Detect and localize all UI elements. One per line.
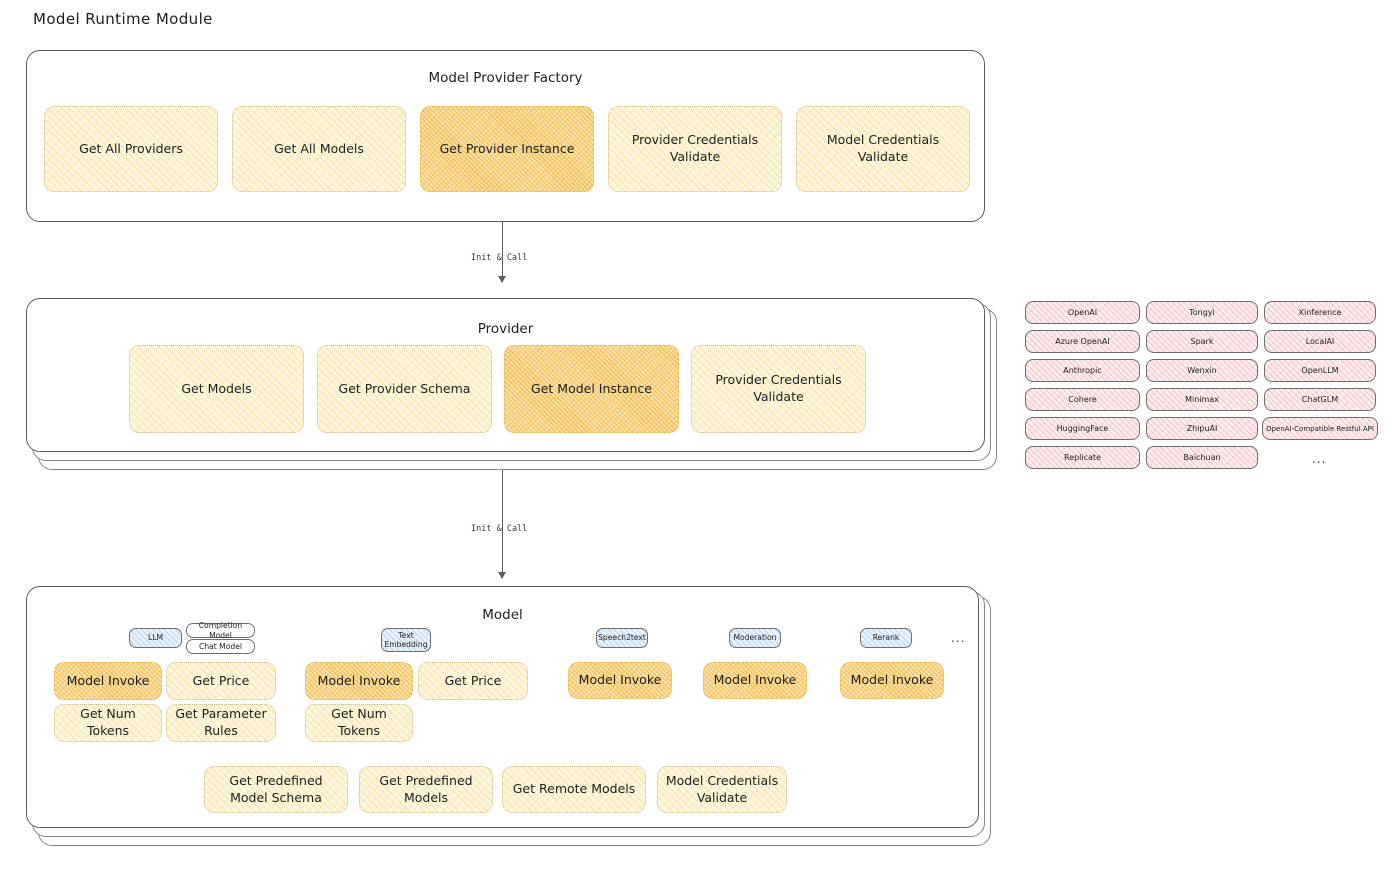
arrow-factory-to-provider-label: Init & Call [471, 253, 528, 263]
llm-method-get-parameter-rules[interactable]: Get Parameter Rules [166, 704, 276, 742]
model-subtype-badge-chat-model[interactable]: Chat Model [186, 639, 255, 654]
provider-chip-openai-compatible-restful-api[interactable]: OpenAI-Compatible Restful API [1262, 417, 1378, 440]
arrow-provider-to-model-line [502, 470, 504, 574]
provider-chip-minimax[interactable]: Minimax [1146, 388, 1258, 411]
llm-method-get-price[interactable]: Get Price [166, 662, 276, 700]
provider-chip-zhipuai[interactable]: ZhipuAI [1146, 417, 1258, 440]
speech2text-method-model-invoke[interactable]: Model Invoke [568, 662, 672, 699]
text-embedding-method-model-invoke[interactable]: Model Invoke [305, 662, 413, 700]
provider-chip-azure-openai[interactable]: Azure OpenAI [1025, 330, 1140, 353]
model-common-method-get-predefined-model-schema[interactable]: Get Predefined Model Schema [204, 766, 348, 813]
provider-chip-tongyi[interactable]: Tongyi [1146, 301, 1258, 324]
model-title: Model [482, 607, 523, 623]
factory-method-get-all-providers[interactable]: Get All Providers [44, 106, 218, 192]
arrow-factory-to-provider-head [498, 276, 506, 283]
text-embedding-method-get-price[interactable]: Get Price [418, 662, 528, 700]
provider-chip-cohere[interactable]: Cohere [1025, 388, 1140, 411]
provider-method-get-model-instance[interactable]: Get Model Instance [504, 345, 679, 433]
provider-chip-openllm[interactable]: OpenLLM [1264, 359, 1376, 382]
arrow-provider-to-model-label: Init & Call [471, 524, 528, 534]
provider-chip-anthropic[interactable]: Anthropic [1025, 359, 1140, 382]
model-types-more: ... [951, 631, 966, 645]
provider-chip-huggingface[interactable]: HuggingFace [1025, 417, 1140, 440]
factory-method-model-credentials-validate[interactable]: Model Credentials Validate [796, 106, 970, 192]
model-type-badge-llm[interactable]: LLM [129, 628, 182, 648]
provider-chip-localai[interactable]: LocalAI [1264, 330, 1376, 353]
factory-method-get-provider-instance[interactable]: Get Provider Instance [420, 106, 594, 192]
arrow-provider-to-model-head [498, 572, 506, 579]
model-common-method-get-remote-models[interactable]: Get Remote Models [502, 766, 646, 813]
llm-method-model-invoke[interactable]: Model Invoke [54, 662, 162, 700]
provider-method-get-models[interactable]: Get Models [129, 345, 304, 433]
provider-method-provider-credentials-validate[interactable]: Provider Credentials Validate [691, 345, 866, 433]
provider-chip-baichuan[interactable]: Baichuan [1146, 446, 1258, 469]
provider-chip-spark[interactable]: Spark [1146, 330, 1258, 353]
provider-chip-openai[interactable]: OpenAI [1025, 301, 1140, 324]
model-type-badge-moderation[interactable]: Moderation [729, 628, 781, 648]
model-provider-factory-title: Model Provider Factory [428, 70, 583, 86]
text-embedding-method-get-num-tokens[interactable]: Get Num Tokens [305, 704, 413, 742]
provider-chip-xinference[interactable]: Xinference [1264, 301, 1376, 324]
provider-chip-wenxin[interactable]: Wenxin [1146, 359, 1258, 382]
factory-method-get-all-models[interactable]: Get All Models [232, 106, 406, 192]
arrow-factory-to-provider-line [502, 222, 504, 278]
provider-chip-replicate[interactable]: Replicate [1025, 446, 1140, 469]
provider-title: Provider [477, 321, 534, 337]
factory-method-provider-credentials-validate[interactable]: Provider Credentials Validate [608, 106, 782, 192]
model-type-badge-rerank[interactable]: Rerank [860, 628, 912, 648]
model-type-badge-text-embedding[interactable]: Text Embedding [381, 628, 431, 652]
provider-list-more: ... [1312, 452, 1327, 466]
model-common-method-model-credentials-validate[interactable]: Model Credentials Validate [657, 766, 787, 813]
provider-method-get-provider-schema[interactable]: Get Provider Schema [317, 345, 492, 433]
moderation-method-model-invoke[interactable]: Model Invoke [703, 662, 807, 699]
page-title: Model Runtime Module [33, 10, 213, 28]
provider-chip-chatglm[interactable]: ChatGLM [1264, 388, 1376, 411]
model-type-badge-speech2text[interactable]: Speech2text [596, 628, 648, 648]
model-common-method-get-predefined-models[interactable]: Get Predefined Models [359, 766, 493, 813]
rerank-method-model-invoke[interactable]: Model Invoke [840, 662, 944, 699]
llm-method-get-num-tokens[interactable]: Get Num Tokens [54, 704, 162, 742]
model-subtype-badge-completion-model[interactable]: Completion Model [186, 621, 255, 640]
